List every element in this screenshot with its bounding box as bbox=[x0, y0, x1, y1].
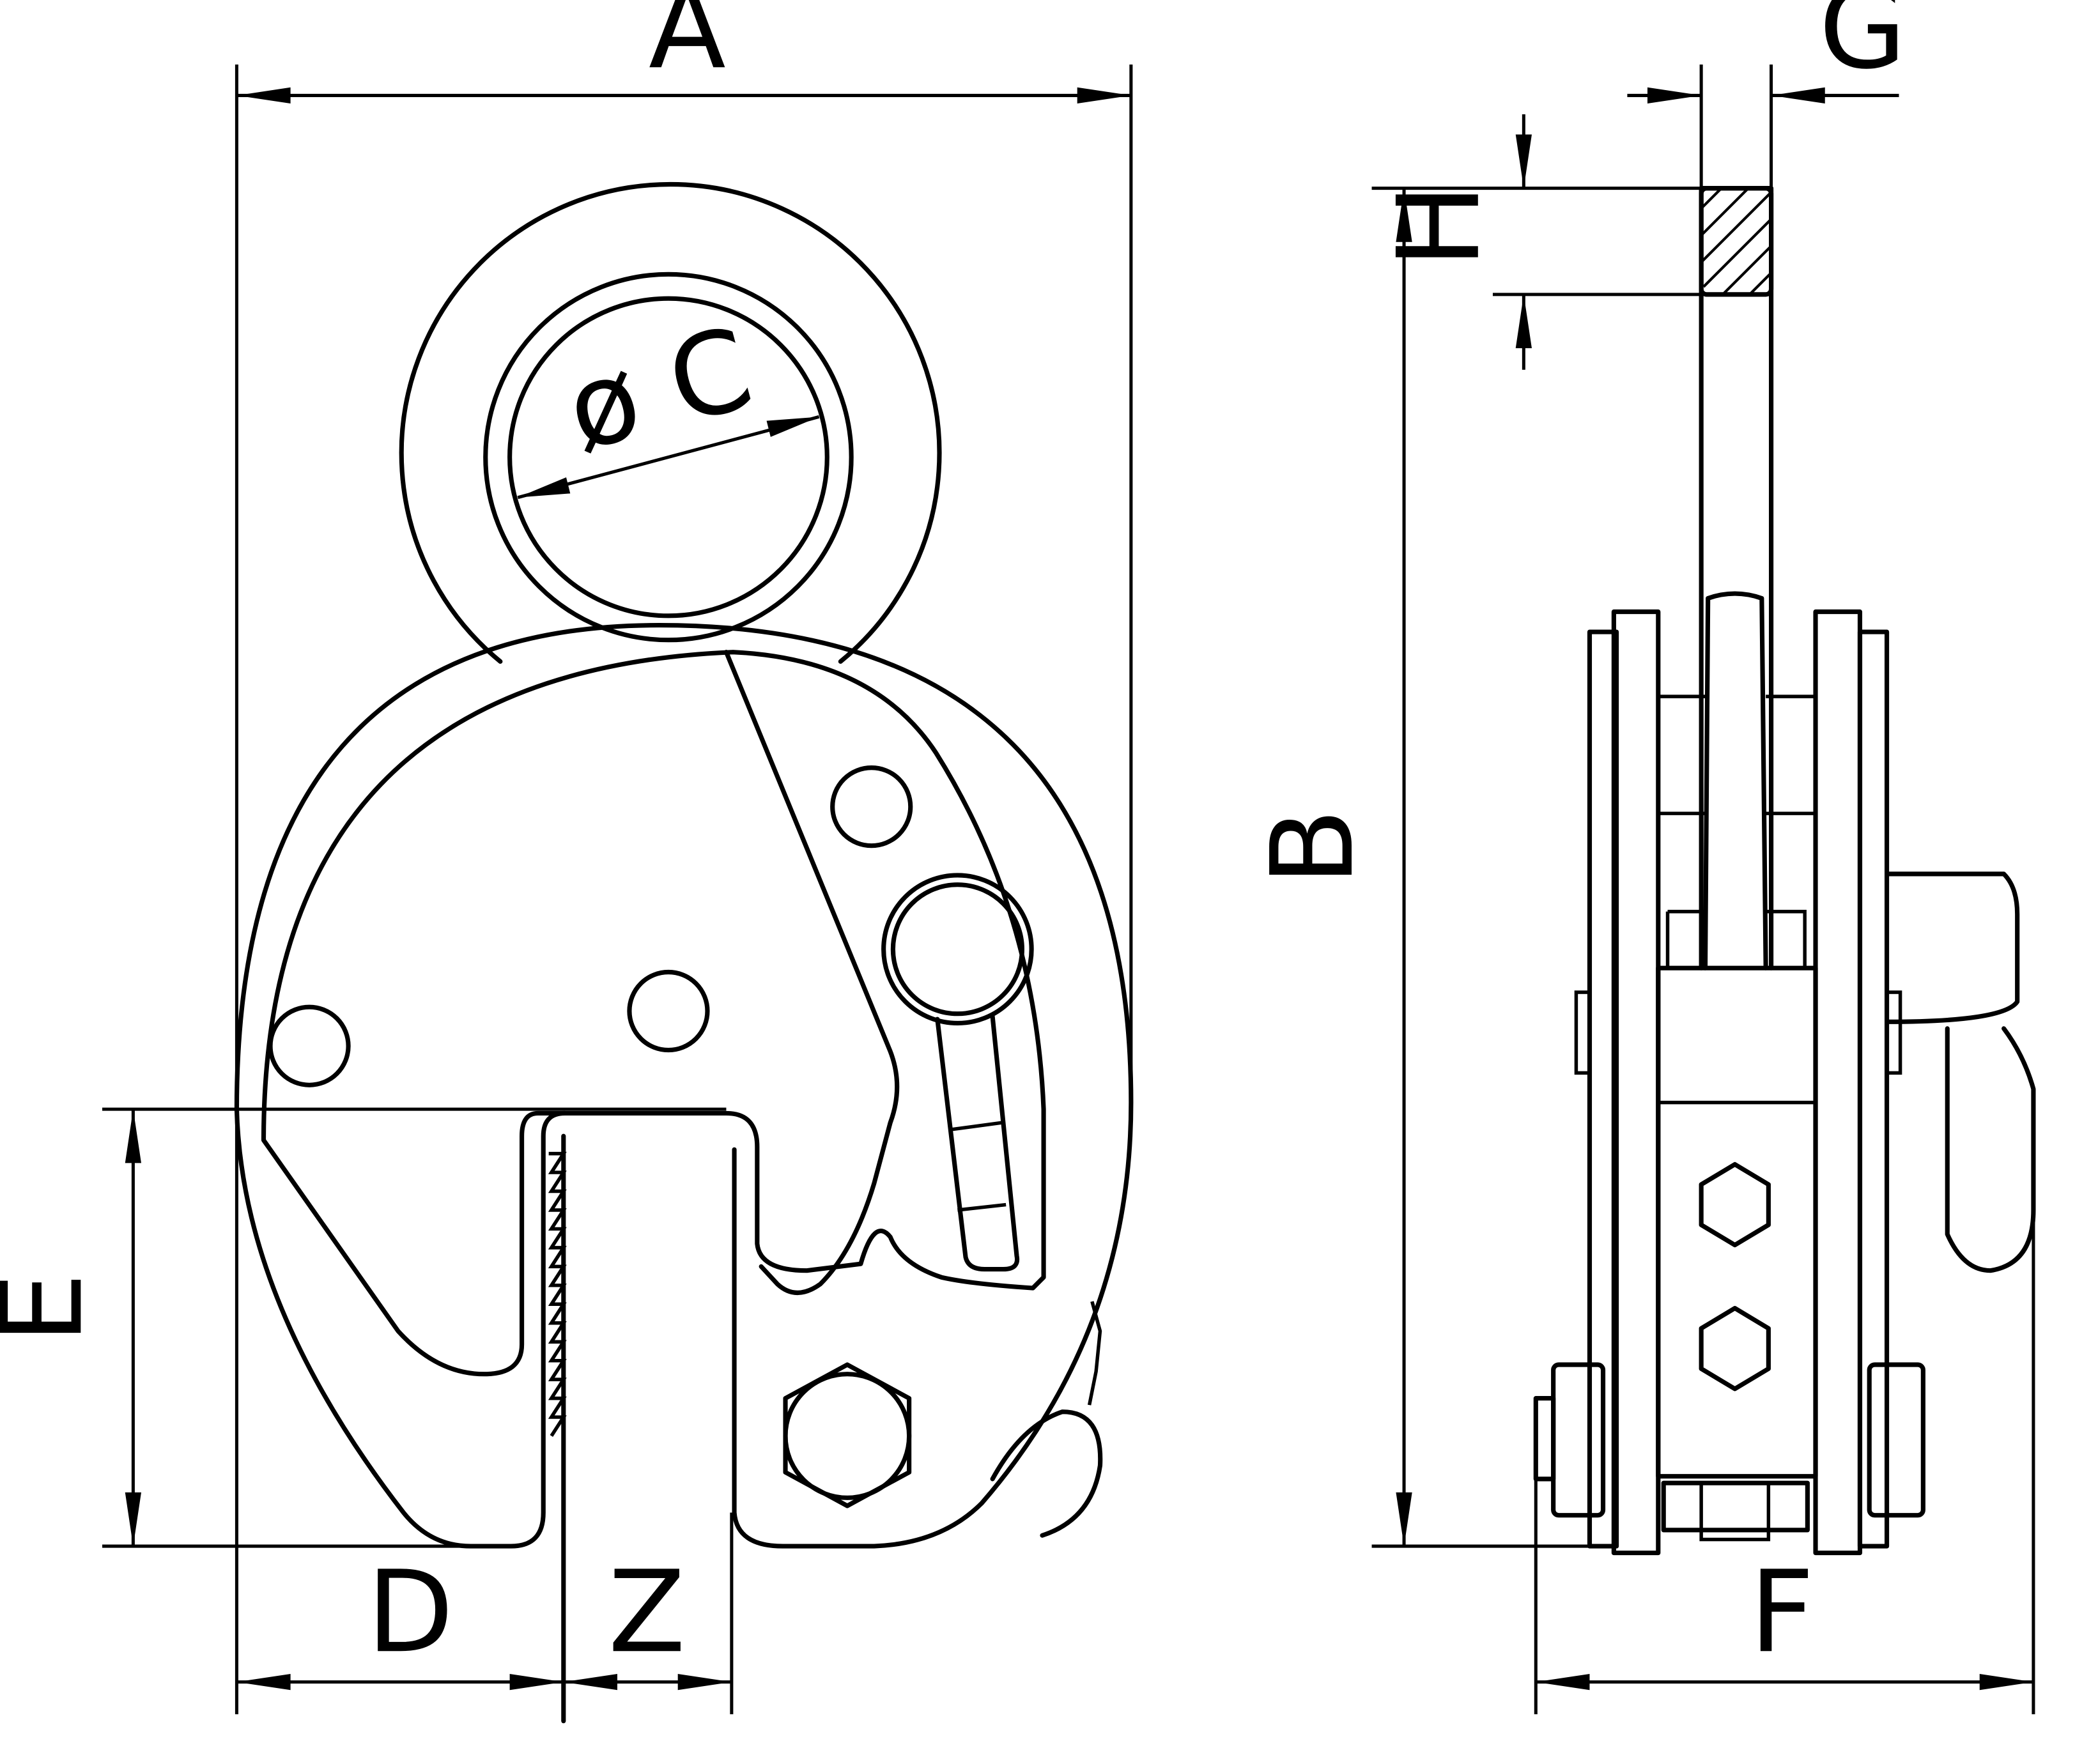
dim-d-arrow-left bbox=[236, 1674, 291, 1691]
side-eye-top bbox=[1702, 591, 1768, 970]
lifting-eye-bore bbox=[507, 296, 829, 618]
spring-pin bbox=[990, 1409, 1103, 1538]
side-eye-section bbox=[1699, 186, 1774, 297]
clamp-jaw-left bbox=[234, 1107, 567, 1549]
side-plate-right-outer bbox=[1857, 629, 1890, 1549]
label-h: H bbox=[1373, 183, 1505, 268]
dim-f-arrow-right bbox=[1979, 1674, 2033, 1691]
dim-g-arrow-right bbox=[1771, 87, 1825, 104]
pivot-pin-upper bbox=[830, 765, 913, 848]
side-hex-nut-upper bbox=[1699, 1162, 1771, 1248]
dim-c-line bbox=[517, 415, 820, 500]
dim-d-arrow-right bbox=[509, 1674, 564, 1691]
dim-h-arrow-top bbox=[1515, 134, 1532, 188]
lock-lever-arm-mark-2 bbox=[957, 1202, 1007, 1212]
lock-lever-arm bbox=[935, 1014, 1020, 1272]
side-center-block bbox=[1656, 965, 1818, 1479]
front-view bbox=[234, 181, 1134, 1724]
side-view bbox=[1533, 186, 2036, 1556]
dim-f-arrow-left bbox=[1536, 1674, 1590, 1691]
lifting-eye-ring bbox=[483, 272, 854, 643]
dim-a-arrow-left bbox=[236, 87, 291, 104]
dim-a-arrow-right bbox=[1077, 87, 1131, 104]
label-c: ø C bbox=[553, 302, 765, 477]
side-inner-lines bbox=[1658, 694, 1816, 969]
side-eye-hatch bbox=[1701, 188, 1771, 295]
cam-edge bbox=[723, 650, 900, 1295]
dim-e-arrow-bottom bbox=[125, 1492, 142, 1547]
dim-c-arrow-right bbox=[766, 417, 819, 437]
side-hex-nut-lower bbox=[1699, 1306, 1771, 1392]
side-plate-right bbox=[1813, 609, 1863, 1556]
side-bolt-left-nut bbox=[1551, 1362, 1606, 1518]
dimension-lines bbox=[102, 65, 2035, 1715]
hex-bolt-washer bbox=[783, 1372, 912, 1500]
label-g: G bbox=[1819, 0, 1906, 94]
clamp-body-outline bbox=[261, 650, 1046, 1377]
label-f: F bbox=[1750, 1546, 1815, 1678]
dim-b-arrow-top bbox=[1396, 188, 1412, 242]
side-lever-stub-left bbox=[1574, 990, 1592, 1075]
dim-z-arrow-left bbox=[563, 1674, 617, 1691]
side-lock-lever-arm bbox=[1945, 1026, 2036, 1273]
label-z: Z bbox=[608, 1546, 686, 1678]
dim-b-arrow-bottom bbox=[1396, 1492, 1412, 1547]
lifting-eye-outer bbox=[399, 181, 942, 664]
lock-lever-knob-inner bbox=[890, 882, 1024, 1016]
lock-lever-knob bbox=[881, 873, 1034, 1026]
side-bolt-right-nut bbox=[1867, 1362, 1925, 1518]
side-bolt-left-end bbox=[1533, 1396, 1556, 1482]
pivot-pin-left bbox=[268, 1004, 351, 1087]
dim-g-arrow-left bbox=[1647, 87, 1702, 104]
dim-c-arrow-left bbox=[518, 477, 571, 498]
label-a: A bbox=[649, 0, 726, 94]
side-eye-shackle bbox=[1699, 186, 1774, 970]
side-bottom-bolt-inner bbox=[1699, 1481, 1771, 1542]
label-e: E bbox=[0, 1273, 107, 1344]
clamp-body-rim bbox=[234, 622, 1134, 1549]
pivot-pin-center bbox=[627, 969, 710, 1053]
spring-pin-detail bbox=[1087, 1301, 1102, 1406]
dim-h-arrow-bottom bbox=[1515, 294, 1532, 349]
dim-z-arrow-right bbox=[677, 1674, 732, 1691]
side-lever-stub-right bbox=[1885, 990, 1902, 1075]
dim-e-arrow-top bbox=[125, 1109, 142, 1163]
lock-lever-arm-mark bbox=[952, 1121, 1003, 1131]
label-d: D bbox=[367, 1546, 454, 1678]
hex-bolt-head bbox=[783, 1362, 912, 1508]
side-plate-left bbox=[1611, 609, 1661, 1556]
label-b: B bbox=[1247, 808, 1378, 886]
side-bottom-bolt-head bbox=[1661, 1480, 1810, 1533]
side-lock-lever bbox=[1884, 871, 2020, 1024]
